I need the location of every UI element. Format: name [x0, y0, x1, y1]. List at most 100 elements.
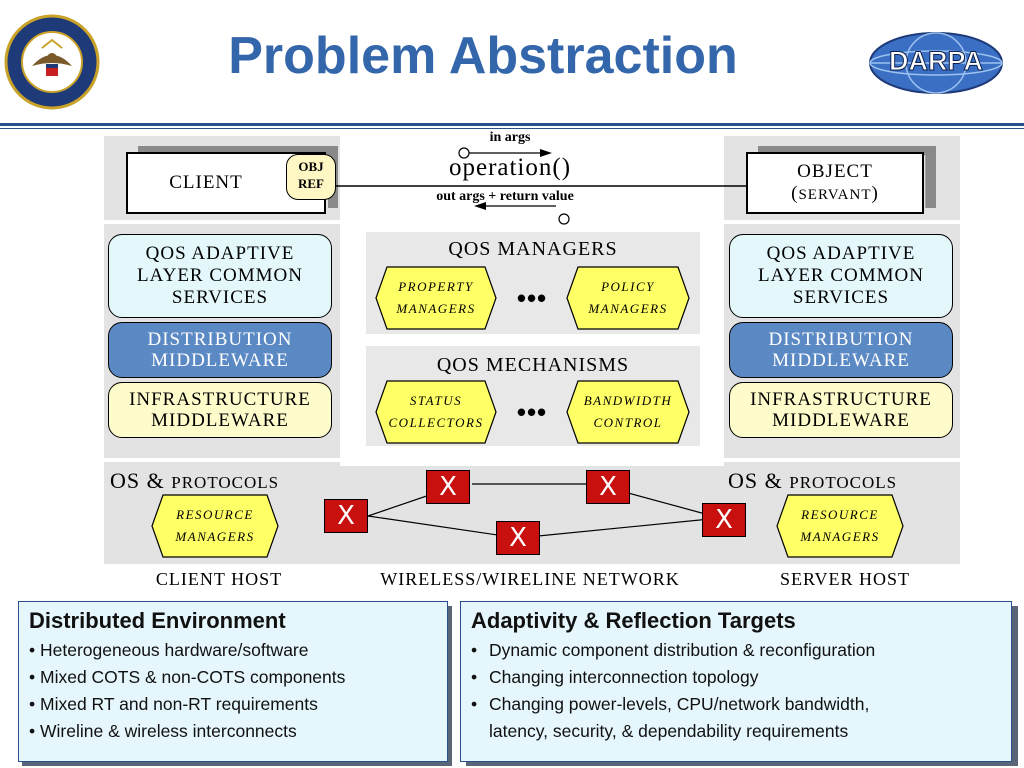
client-resource-managers-label: RESOURCE MANAGERS	[151, 504, 279, 548]
policy-line1: POLICY	[601, 279, 655, 294]
infrastructure-line1: INFRASTRUCTURE	[129, 389, 311, 410]
status-line2: COLLECTORS	[388, 415, 484, 430]
darpa-logo: DARPA	[866, 30, 1006, 96]
qos-common-line2: LAYER COMMON	[758, 265, 924, 286]
list-item: • Wireline & wireless interconnects	[29, 721, 297, 741]
client-resource-managers-hexagon	[151, 494, 279, 558]
infrastructure-line1: INFRASTRUCTURE	[750, 389, 932, 410]
distribution-line1: DISTRIBUTION	[768, 329, 914, 350]
list-item-text: Wireline & wireless interconnects	[40, 721, 297, 741]
resource-line1: RESOURCE	[176, 507, 254, 522]
amp-text: &	[764, 468, 783, 493]
object-box: OBJECT (SERVANT)	[746, 152, 924, 214]
qos-common-line3: SERVICES	[792, 287, 890, 308]
list-item-text: Dynamic component distribution & reconfi…	[489, 640, 876, 660]
operation-label: operation()	[448, 154, 572, 181]
header-rule	[0, 123, 1024, 126]
property-line1: PROPERTY	[398, 279, 474, 294]
client-infrastructure-middleware: INFRASTRUCTURE MIDDLEWARE	[108, 382, 332, 438]
list-item-text: Heterogeneous hardware/software	[40, 640, 309, 660]
qos-common-line2: LAYER COMMON	[137, 265, 303, 286]
amp-text: &	[146, 468, 165, 493]
header-rule-thin	[0, 128, 1024, 129]
server-qos-common-services: QOS ADAPTIVE LAYER COMMON SERVICES	[729, 234, 953, 318]
bandwidth-line1: BANDWIDTH	[583, 393, 673, 408]
page-title: Problem Abstraction	[228, 27, 738, 85]
network-router-3: X	[324, 499, 368, 533]
network-router-2: X	[586, 470, 630, 504]
server-resource-managers-label: RESOURCE MANAGERS	[776, 504, 904, 548]
operation-arrows	[336, 147, 746, 225]
protocols-text: PROTOCOLS	[171, 473, 280, 492]
distribution-line2: MIDDLEWARE	[772, 350, 910, 371]
server-resource-managers-hexagon	[776, 494, 904, 558]
obj-ref-line1: OBJ	[298, 159, 324, 174]
client-distribution-middleware: DISTRIBUTION MIDDLEWARE	[108, 322, 332, 378]
distributed-environment-heading: Distributed Environment	[29, 608, 286, 633]
distribution-line2: MIDDLEWARE	[151, 350, 289, 371]
list-item-text: Changing power-levels, CPU/network bandw…	[489, 694, 870, 714]
infrastructure-line2: MIDDLEWARE	[151, 410, 289, 431]
list-item-text: latency, security, & dependability requi…	[489, 721, 849, 741]
servant-open-paren: (	[791, 182, 799, 204]
qos-mechanisms-heading: QOS MECHANISMS	[436, 354, 630, 376]
server-os-protocols-label: OS & PROTOCOLS	[728, 468, 897, 494]
property-managers-hexagon	[375, 266, 497, 330]
stripe	[724, 220, 960, 224]
resource-line1: RESOURCE	[801, 507, 879, 522]
infrastructure-line2: MIDDLEWARE	[772, 410, 910, 431]
distributed-environment-box: Distributed Environment • Heterogeneous …	[18, 601, 448, 762]
resource-line2: MANAGERS	[800, 529, 880, 544]
client-label: CLIENT	[169, 172, 243, 193]
obj-ref-box: OBJ REF	[286, 154, 336, 200]
distributed-environment-list: • Heterogeneous hardware/software • Mixe…	[29, 637, 437, 745]
bandwidth-line2: CONTROL	[593, 415, 663, 430]
bandwidth-control-label: BANDWIDTH CONTROL	[566, 390, 690, 434]
darpa-wordmark: DARPA	[889, 46, 984, 77]
policy-managers-hexagon	[566, 266, 690, 330]
list-item: • Mixed RT and non-RT requirements	[29, 694, 318, 714]
client-qos-common-services: QOS ADAPTIVE LAYER COMMON SERVICES	[108, 234, 332, 318]
network-router-5: X	[496, 521, 540, 555]
network-label: WIRELESS/WIRELINE NETWORK	[380, 569, 680, 589]
server-host-label: SERVER HOST	[779, 569, 911, 589]
obj-ref-line2: REF	[298, 176, 324, 191]
out-args-label: out args + return value	[436, 189, 574, 204]
os-text: OS	[728, 468, 759, 493]
client-os-protocols-label: OS & PROTOCOLS	[110, 468, 279, 494]
qos-common-line1: QOS ADAPTIVE	[145, 243, 295, 264]
network-router-1: X	[426, 470, 470, 504]
policy-managers-label: POLICY MANAGERS	[566, 276, 690, 320]
policy-line2: MANAGERS	[588, 301, 668, 316]
protocols-text: PROTOCOLS	[789, 473, 898, 492]
property-managers-label: PROPERTY MANAGERS	[375, 276, 497, 320]
status-collectors-hexagon	[375, 380, 497, 444]
network-router-4: X	[702, 503, 746, 537]
status-collectors-label: STATUS COLLECTORS	[375, 390, 497, 434]
servant-close-paren: )	[871, 182, 879, 204]
list-item: •Changing interconnection topology	[471, 664, 1001, 691]
qos-managers-ellipsis: •••	[516, 283, 548, 313]
stripe	[104, 220, 340, 224]
list-item: •Changing power-levels, CPU/network band…	[471, 691, 1001, 718]
resource-line2: MANAGERS	[175, 529, 255, 544]
servant-text: SERVANT	[798, 186, 872, 203]
os-text: OS	[110, 468, 141, 493]
list-item: latency, security, & dependability requi…	[471, 718, 1001, 745]
property-line2: MANAGERS	[396, 301, 476, 316]
list-item: • Heterogeneous hardware/software	[29, 640, 309, 660]
distribution-line1: DISTRIBUTION	[147, 329, 293, 350]
adaptivity-box: Adaptivity & Reflection Targets •Dynamic…	[460, 601, 1012, 762]
list-item-text: Mixed RT and non-RT requirements	[40, 694, 318, 714]
object-label: OBJECT	[797, 160, 873, 182]
servant-label: (SERVANT)	[791, 183, 879, 206]
list-item: • Mixed COTS & non-COTS components	[29, 667, 346, 687]
server-distribution-middleware: DISTRIBUTION MIDDLEWARE	[729, 322, 953, 378]
stripe	[104, 458, 960, 462]
adaptivity-heading: Adaptivity & Reflection Targets	[471, 608, 796, 633]
list-item-text: Changing interconnection topology	[489, 667, 759, 687]
in-args-label: in args	[489, 130, 531, 145]
server-infrastructure-middleware: INFRASTRUCTURE MIDDLEWARE	[729, 382, 953, 438]
list-item: •Dynamic component distribution & reconf…	[471, 637, 1001, 664]
bandwidth-control-hexagon	[566, 380, 690, 444]
